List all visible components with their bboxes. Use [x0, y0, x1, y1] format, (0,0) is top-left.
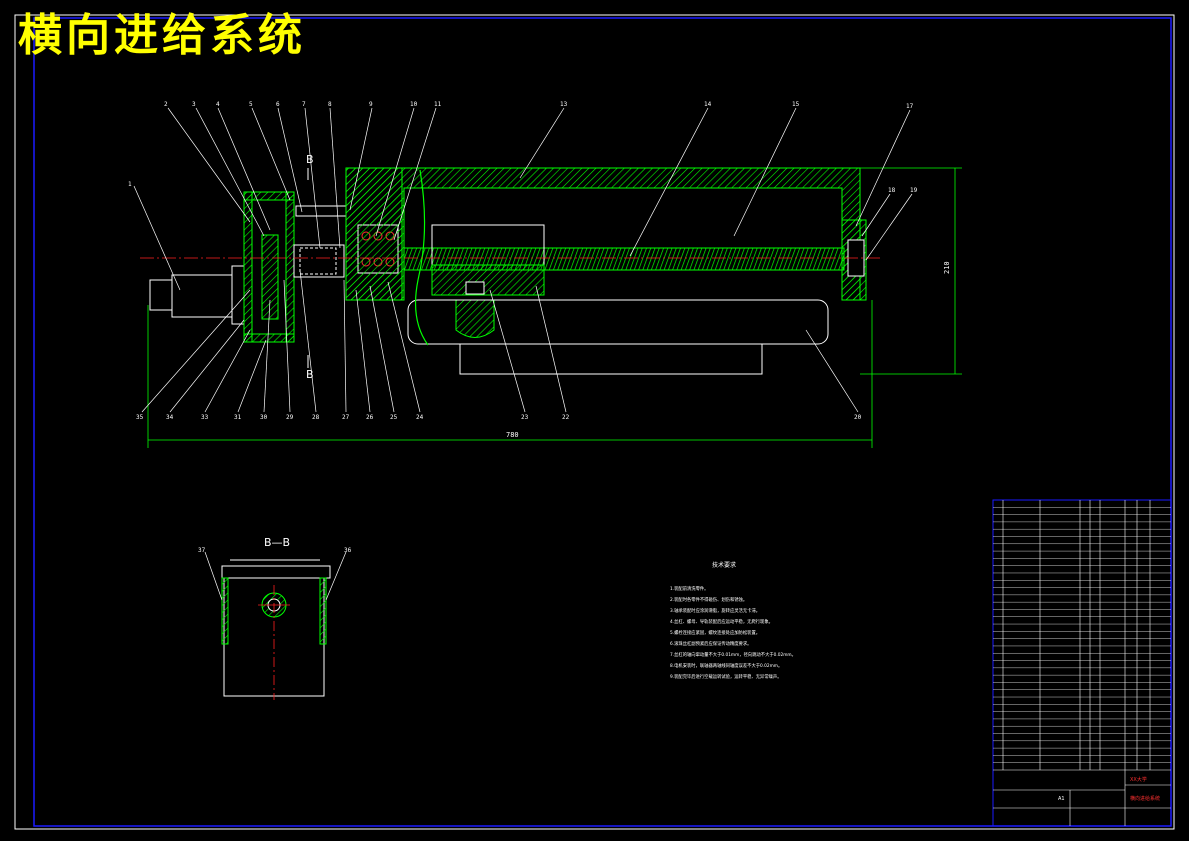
- balloon: 10: [410, 101, 418, 108]
- section-letter-top: B: [306, 153, 314, 166]
- balloon: 7: [302, 101, 306, 108]
- tech-note-line: 9.装配完毕后进行空载运转试验，运转平稳、无异常噪声。: [670, 673, 782, 680]
- dimension-length: 780: [506, 431, 519, 439]
- leader-lines: [133, 107, 913, 413]
- shaft-sleeve: [293, 244, 345, 278]
- tech-note-line: 5.螺栓连接应紧固，螺纹连接处应加防松装置。: [670, 629, 760, 636]
- balloon: 36: [344, 547, 352, 554]
- balloon: 28: [312, 414, 320, 421]
- school-name: XX大学: [1130, 776, 1147, 783]
- balloon: 8: [328, 101, 332, 108]
- dimension-height: 210: [943, 261, 951, 274]
- main-assembly-view: B B: [140, 153, 880, 381]
- tech-note-line: 1.装配前清洗零件。: [670, 585, 708, 592]
- balloon: 29: [286, 414, 294, 421]
- tech-note-line: 7.丝杠的轴向窜动量不大于0.01mm，径向跳动不大于0.02mm。: [670, 651, 796, 658]
- balloon: 31: [234, 414, 242, 421]
- parts-list: [992, 499, 1172, 827]
- balloons-bottom: 35 34 33 31 30 29 28 27 26 25 24 23 22 2…: [136, 414, 862, 421]
- tech-note-line: 2.装配时各零件不得碰伤、划伤和锈蚀。: [670, 596, 747, 603]
- balloon: 20: [854, 414, 862, 421]
- balloon: 6: [276, 101, 280, 108]
- balloon: 33: [201, 414, 209, 421]
- motor-seat-wall-left: [243, 191, 253, 343]
- drawing-title: 横向进给系统: [18, 10, 306, 61]
- balloon: 26: [366, 414, 374, 421]
- bracket-plate: [295, 205, 347, 217]
- shaft-key: [299, 247, 337, 275]
- balloon: 14: [704, 101, 712, 108]
- nut-seat: [431, 264, 545, 296]
- sheet-scale: A1: [1058, 796, 1065, 802]
- motor-seat-bottom: [243, 333, 295, 343]
- balloon: 24: [416, 414, 424, 421]
- outer-frame: [14, 14, 1175, 830]
- motor-flange: [231, 265, 245, 325]
- balloon: 13: [560, 101, 568, 108]
- balloon: 35: [136, 414, 144, 421]
- nut-bolt-head: [465, 281, 485, 295]
- balloon: 15: [792, 101, 800, 108]
- frame-body: [345, 167, 861, 301]
- balloon: 11: [434, 101, 442, 108]
- balloon: 34: [166, 414, 174, 421]
- section-label: B—B: [264, 536, 290, 549]
- parts-rows: [993, 507, 1171, 763]
- tech-note-line: 8.电机安装时，联轴器两轴线同轴度误差不大于0.02mm。: [670, 662, 782, 669]
- balloon: 18: [888, 187, 896, 194]
- dimensions: [147, 167, 962, 448]
- balloons-top: 2 3 4 5 6 7 8 9 10 11 13 14 15 17 18 19 …: [128, 101, 918, 194]
- tech-notes-heading: 技术要求: [712, 561, 736, 569]
- tech-note-line: 3.轴承装配时应涂润滑脂，旋转应灵活无卡滞。: [670, 607, 760, 614]
- balloon: 3: [192, 101, 196, 108]
- balloon: 25: [390, 414, 398, 421]
- drawing-name: 横向进给系统: [1130, 795, 1160, 802]
- balloon: 5: [249, 101, 253, 108]
- section-wall-right: [319, 577, 327, 645]
- section-view-bb: 37 36: [198, 547, 352, 700]
- motor-end: [149, 279, 173, 311]
- balloon: 2: [164, 101, 168, 108]
- balloon: 19: [910, 187, 918, 194]
- section-letter-bottom: B: [306, 368, 314, 381]
- balloon: 37: [198, 547, 206, 554]
- break-line: [414, 169, 429, 346]
- section-wall-left: [221, 577, 229, 645]
- motor-body: [171, 274, 233, 318]
- balloon: 30: [260, 414, 268, 421]
- balloon: 27: [342, 414, 350, 421]
- balloon: 4: [216, 101, 220, 108]
- section-top-plate: [221, 565, 331, 579]
- inner-frame: [33, 17, 1172, 827]
- motor-seat-wall-right: [285, 191, 295, 343]
- balloon: 9: [369, 101, 373, 108]
- balloon: 22: [562, 414, 570, 421]
- technical-notes: 技术要求 1.装配前清洗零件。 2.装配时各零件不得碰伤、划伤和锈蚀。 3.轴承…: [670, 561, 796, 680]
- nut-bolt-boss: [455, 299, 495, 338]
- slide-base: [459, 343, 763, 375]
- motor-seat-top: [243, 191, 295, 201]
- balloon: 17: [906, 103, 914, 110]
- tech-note-line: 4.丝杠、螺母、导轨装配后应运动平稳，无爬行现象。: [670, 618, 773, 625]
- balloon: 1: [128, 181, 132, 188]
- tech-note-line: 6.滚珠丝杠副预紧后应保证传动精度要求。: [670, 640, 751, 647]
- balloon: 23: [521, 414, 529, 421]
- coupling: [261, 234, 279, 320]
